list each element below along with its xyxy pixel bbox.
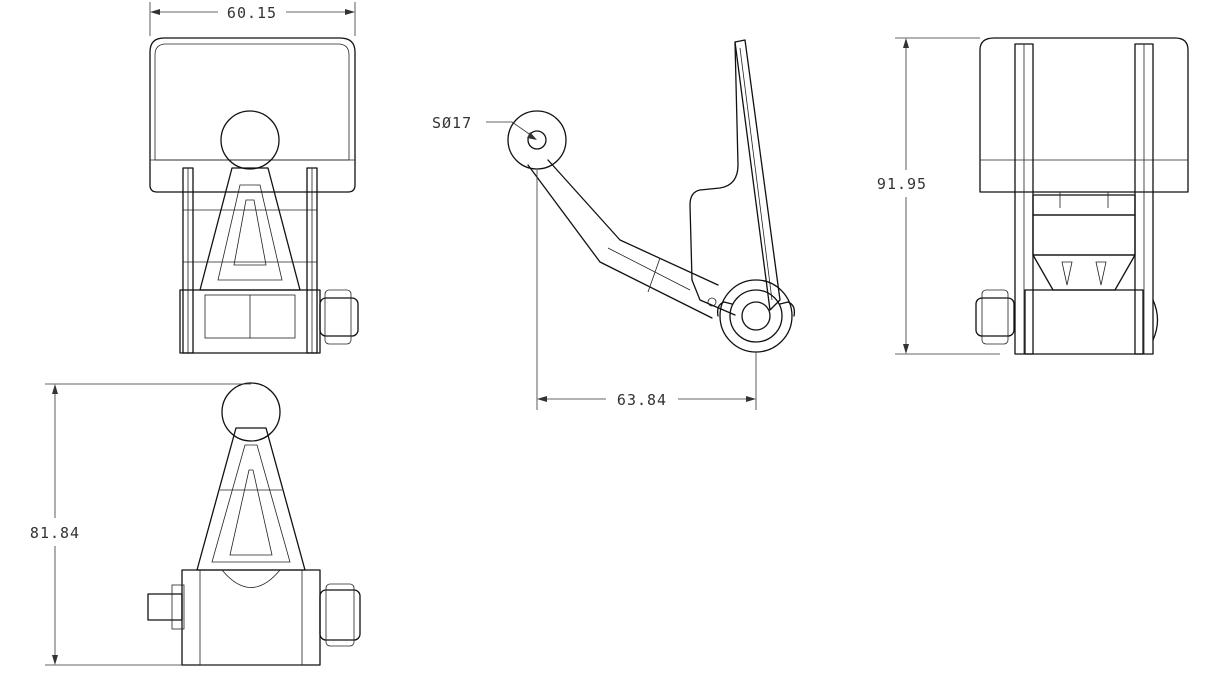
side-view: SØ17 63.84 <box>432 39 796 410</box>
top-view: 81.84 <box>30 382 361 666</box>
dim-height-right: 91.95 <box>877 175 927 193</box>
rear-view: 91.95 <box>877 37 1189 355</box>
dim-horizontal-side: 63.84 <box>617 391 667 409</box>
dim-sphere-callout: SØ17 <box>432 114 472 132</box>
front-view: 60.15 <box>149 2 359 354</box>
dim-width-top: 60.15 <box>227 4 277 22</box>
dim-height-bottom: 81.84 <box>30 524 80 542</box>
